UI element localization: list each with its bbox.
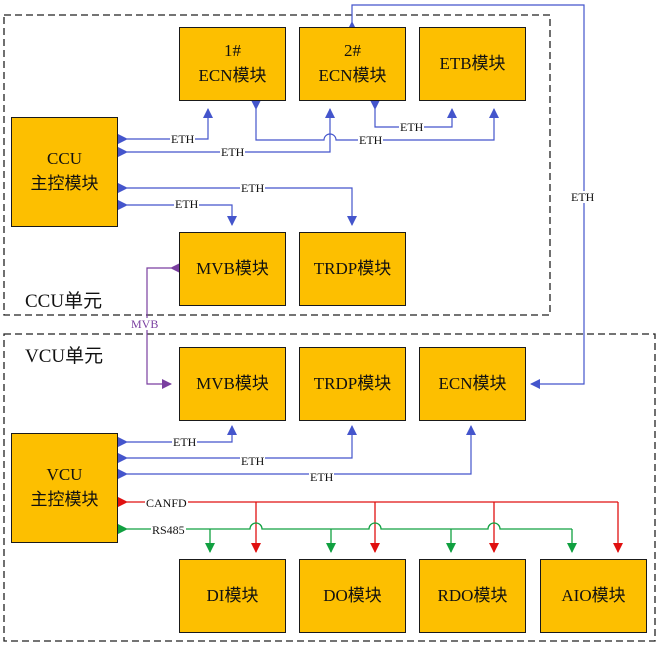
ccu-main-line2: 主控模块	[30, 174, 99, 193]
ccu-main-module: CCU 主控模块	[11, 117, 118, 227]
ccu-mvb-module: MVB模块	[179, 232, 286, 306]
ccu-unit-label: CCU单元	[25, 291, 103, 312]
mvb-label: MVB	[130, 317, 160, 331]
rdo-module: RDO模块	[419, 559, 526, 633]
vcu-unit-label: VCU单元	[25, 346, 104, 367]
vcu-unit-border	[3, 333, 656, 642]
eth-label-ccu-mvb: ETH	[174, 197, 200, 211]
eth-link-ccu-ecn2	[118, 108, 335, 157]
eth-label-ccu-ecn1: ETH	[170, 132, 196, 146]
vcu-ecn-line1: ECN模块	[438, 373, 507, 393]
eth-label-vcu-mvb: ETH	[172, 435, 198, 449]
ecn2-line1: 2#	[344, 41, 361, 61]
ecn1-module: 1# ECN模块	[179, 27, 286, 101]
di-line1: DI模块	[206, 585, 259, 605]
ccu-unit-border	[3, 14, 551, 316]
rdo-line1: RDO模块	[437, 585, 508, 605]
aio-line1: AIO模块	[561, 585, 626, 605]
eth-label-ccu-trdp: ETH	[240, 181, 266, 195]
vcu-mvb-module: MVB模块	[179, 347, 286, 421]
eth-link-ecn1-etb	[251, 100, 499, 141]
rs485-label: RS485	[151, 523, 186, 537]
ecn2-line2: ECN模块	[318, 66, 387, 85]
ccu-trdp-module: TRDP模块	[299, 232, 406, 306]
ccu-main-line1: CCU	[47, 149, 82, 169]
canfd-label: CANFD	[145, 496, 188, 510]
vcu-trdp-line1: TRDP模块	[313, 373, 392, 393]
di-module: DI模块	[179, 559, 286, 633]
eth-link-vcu-ecn	[118, 425, 476, 479]
eth-label-vcu-ecn: ETH	[309, 470, 335, 484]
do-module: DO模块	[299, 559, 406, 633]
do-line1: DO模块	[323, 585, 382, 605]
vcu-trdp-module: TRDP模块	[299, 347, 406, 421]
eth-link-ecn2-vcu-ecn	[347, 4, 585, 389]
eth-label-ccu-ecn2: ETH	[220, 145, 246, 159]
vcu-main-line1: VCU	[46, 465, 83, 485]
vcu-main-line2: 主控模块	[30, 490, 99, 509]
ccu-trdp-line1: TRDP模块	[313, 258, 392, 278]
eth-label-right: ETH	[570, 190, 596, 204]
vcu-main-module: VCU 主控模块	[11, 433, 118, 543]
vcu-ecn-module: ECN模块	[419, 347, 526, 421]
ecn2-module: 2# ECN模块	[299, 27, 406, 101]
eth-label-ecn2-etb: ETH	[399, 120, 425, 134]
aio-module: AIO模块	[540, 559, 647, 633]
rs485-bus	[118, 522, 572, 534]
vcu-mvb-line1: MVB模块	[196, 373, 269, 393]
eth-link-ccu-ecn1	[118, 108, 213, 144]
ccu-mvb-line1: MVB模块	[196, 258, 269, 278]
etb-line1: ETB模块	[439, 53, 506, 73]
eth-label-ecn1-etb: ETH	[358, 133, 384, 147]
etb-module: ETB模块	[419, 27, 526, 101]
ecn1-line2: ECN模块	[198, 66, 267, 85]
ecn1-line1: 1#	[224, 41, 241, 61]
eth-label-vcu-trdp: ETH	[240, 454, 266, 468]
